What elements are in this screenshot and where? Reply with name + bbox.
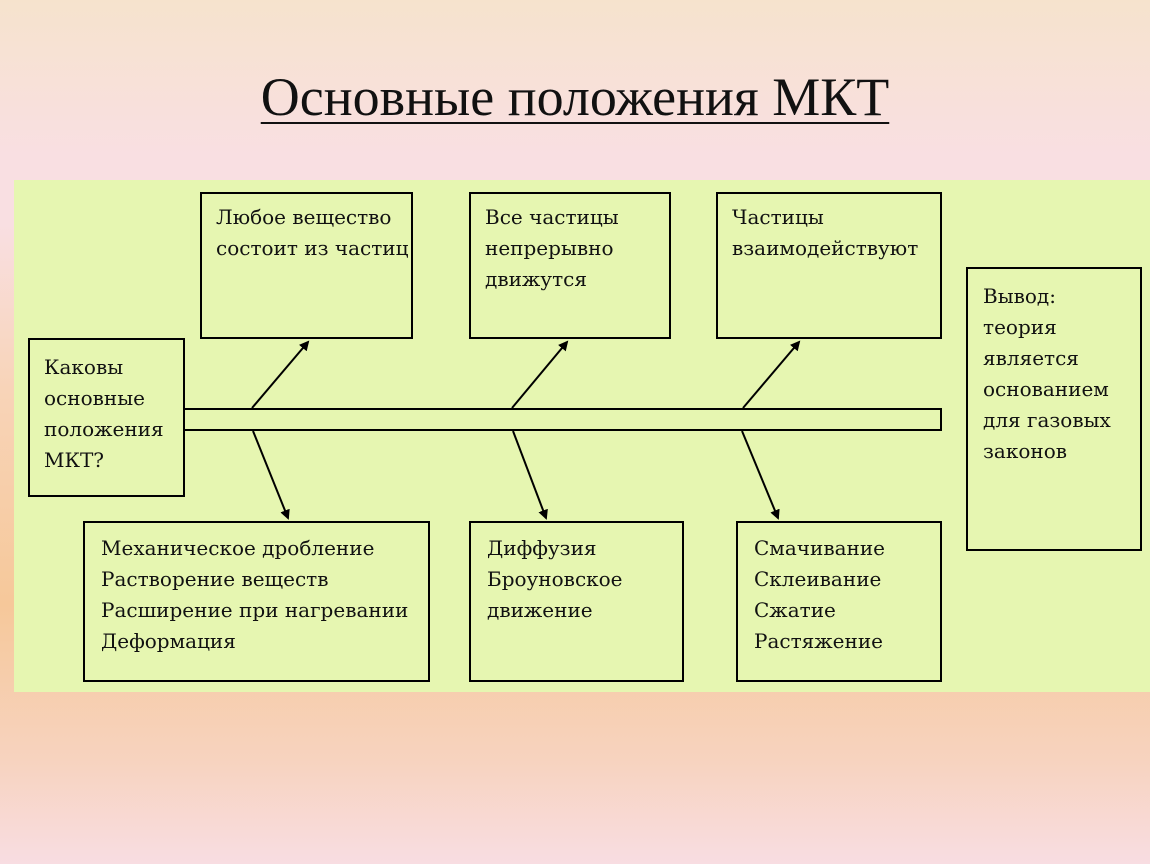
box-text-line: движение [487, 598, 593, 622]
main-axis-bar [183, 408, 942, 431]
conclusion-line: теория [983, 315, 1057, 339]
box-text-line: Частицы [732, 205, 824, 229]
box-text-line: взаимодействуют [732, 236, 919, 260]
conclusion-line: является [983, 346, 1079, 370]
question-line: МКТ? [44, 448, 105, 472]
box-text-line: Растяжение [754, 629, 883, 653]
arrow-to-top-box-3 [742, 340, 801, 409]
question-box: Каковы основные положения МКТ? [28, 338, 185, 497]
box-text-line: Диффузия [487, 536, 597, 560]
box-text-line: Все частицы [485, 205, 619, 229]
conclusion-line: основанием [983, 377, 1109, 401]
question-line: положения [44, 417, 164, 441]
box-text-line: Деформация [101, 629, 236, 653]
slide-title-text: Основные положения МКТ [260, 67, 890, 127]
conclusion-box: Вывод: теория является основанием для га… [966, 267, 1142, 551]
box-text-line: Сжатие [754, 598, 836, 622]
box-text-line: Склеивание [754, 567, 882, 591]
bottom-box-evidence-2: Диффузия Броуновское движение [469, 521, 684, 682]
arrow-to-top-box-2 [511, 340, 569, 409]
box-text-line: Расширение при нагревании [101, 598, 409, 622]
bottom-box-evidence-3: Смачивание Склеивание Сжатие Растяжение [736, 521, 942, 682]
top-box-interaction: Частицы взаимодействуют [716, 192, 942, 339]
top-box-motion: Все частицы непрерывно движутся [469, 192, 671, 339]
conclusion-line: для газовых [983, 408, 1111, 432]
box-text-line: непрерывно [485, 236, 614, 260]
arrow-to-bottom-box-1 [252, 430, 290, 520]
question-line: Каковы [44, 355, 124, 379]
slide-title: Основные положения МКТ [0, 62, 1150, 132]
box-text-line: Любое вещество [216, 205, 392, 229]
question-line: основные [44, 386, 145, 410]
top-box-particles: Любое вещество состоит из частиц [200, 192, 413, 339]
conclusion-line: законов [983, 439, 1068, 463]
bottom-box-evidence-1: Механическое дробление Растворение вещес… [83, 521, 430, 682]
box-text-line: движутся [485, 267, 587, 291]
conclusion-line: Вывод: [983, 284, 1056, 308]
box-text-line: Броуновское [487, 567, 623, 591]
box-text-line: Механическое дробление [101, 536, 375, 560]
arrow-to-top-box-1 [251, 340, 310, 409]
box-text-line: состоит из частиц [216, 236, 409, 260]
box-text-line: Растворение веществ [101, 567, 329, 591]
box-text-line: Смачивание [754, 536, 886, 560]
arrow-to-bottom-box-2 [512, 430, 548, 520]
arrow-to-bottom-box-3 [741, 430, 780, 520]
